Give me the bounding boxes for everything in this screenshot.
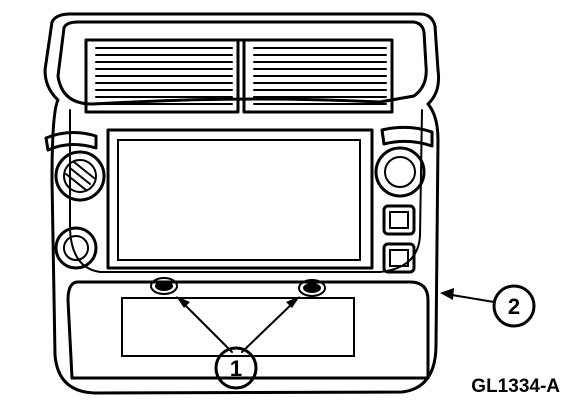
callout-2: 2 — [492, 284, 536, 328]
upper-air-vents — [84, 38, 394, 114]
callout-2-leader — [440, 288, 495, 303]
right-lower-button — [382, 242, 416, 274]
left-upper-knob-icon — [54, 150, 106, 202]
center-display-opening — [106, 128, 374, 270]
callout-2-label: 2 — [508, 294, 520, 319]
figure-code: GL1334-A — [471, 376, 560, 397]
screw-left — [150, 277, 178, 295]
bezel-outline — [43, 12, 440, 395]
lower-storage-pocket — [66, 280, 430, 380]
left-trim-strip — [44, 131, 98, 152]
callout-1-leaders — [176, 296, 300, 353]
right-trim-strip — [380, 125, 434, 148]
left-lower-knob-icon — [54, 226, 98, 270]
callout-1-label: 1 — [230, 356, 242, 381]
callout-1: 1 — [214, 346, 258, 390]
screw-right — [298, 279, 326, 297]
right-knob-icon — [374, 146, 426, 198]
right-upper-button — [382, 204, 416, 236]
